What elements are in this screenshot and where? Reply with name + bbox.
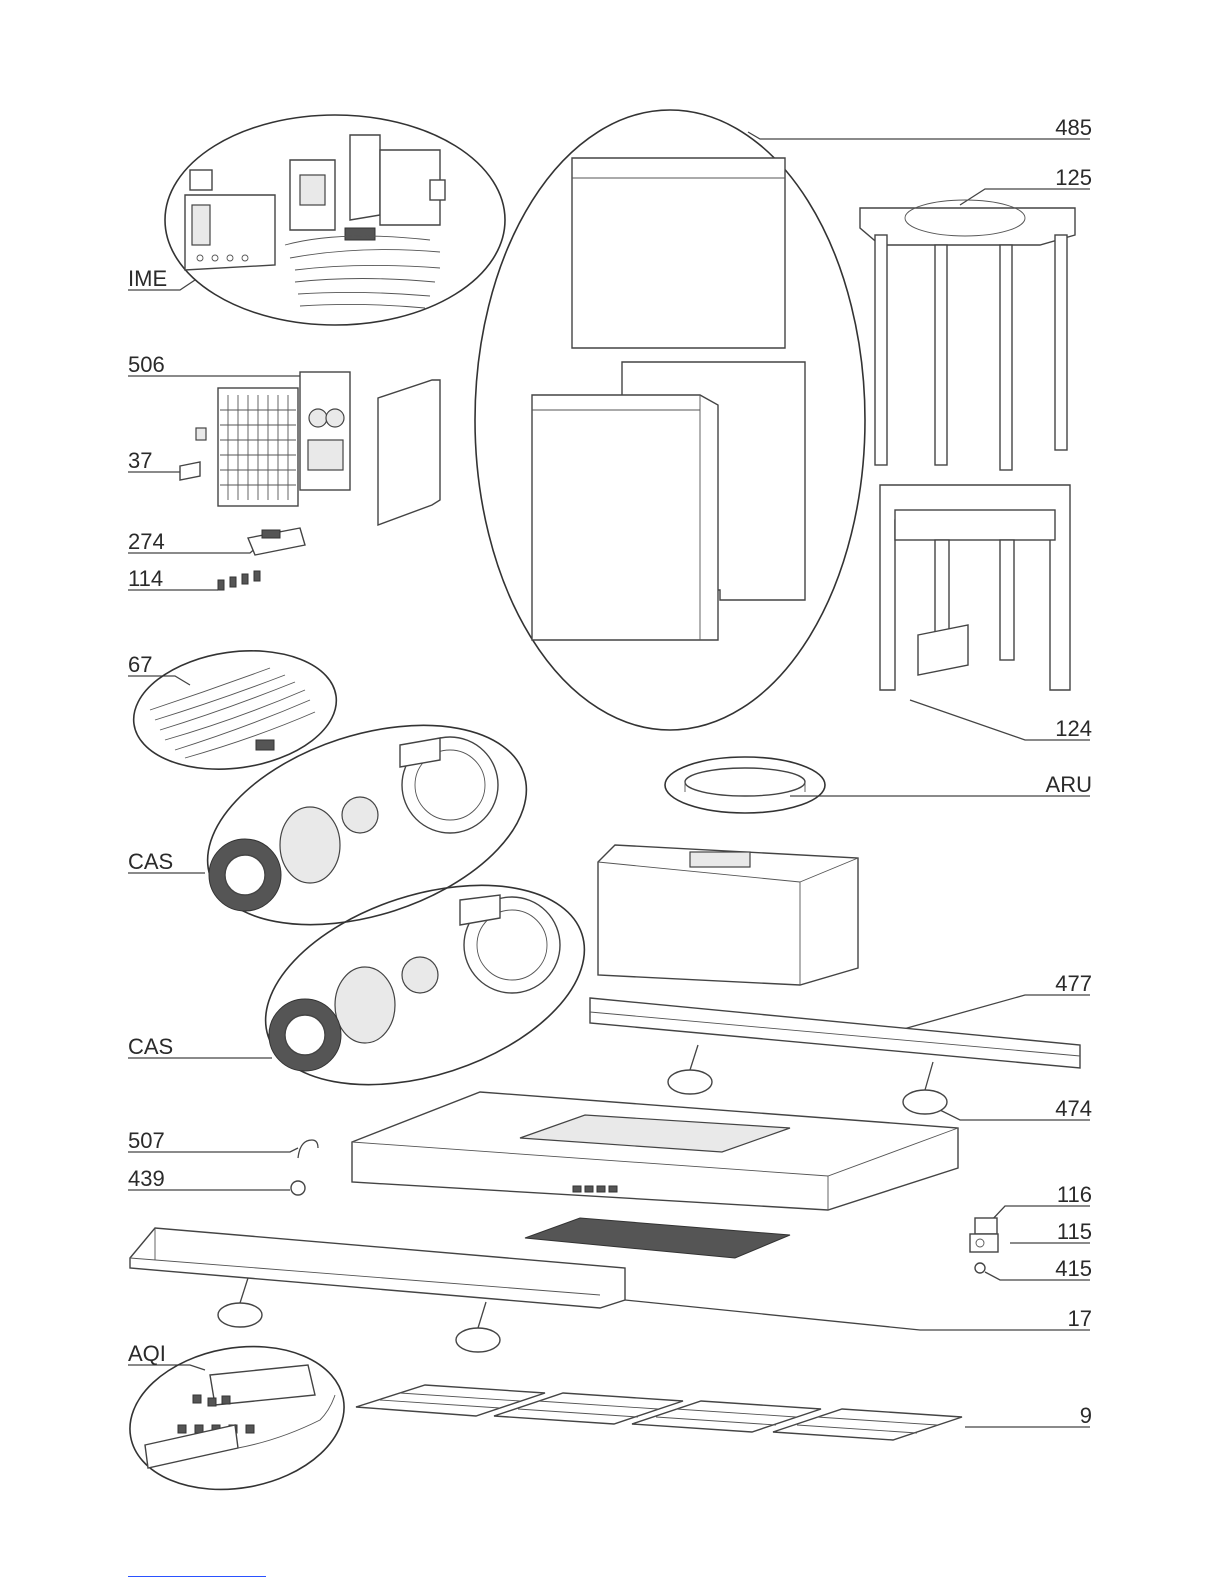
fan-assembly-1	[209, 737, 498, 911]
chimney-covers	[532, 158, 805, 640]
label-ime: IME	[128, 268, 167, 290]
ime-electronics	[185, 135, 445, 308]
label-507: 507	[128, 1130, 165, 1152]
label-aru: ARU	[1046, 774, 1092, 796]
air-ring	[685, 768, 805, 796]
label-37: 37	[128, 450, 152, 472]
label-67: 67	[128, 654, 152, 676]
label-115: 115	[1057, 1221, 1092, 1243]
canopy	[352, 1092, 958, 1210]
label-506: 506	[128, 354, 165, 376]
fan-assembly-2	[269, 895, 560, 1071]
label-cas-2: CAS	[128, 1036, 173, 1058]
label-17: 17	[1068, 1308, 1092, 1330]
label-415: 415	[1055, 1258, 1092, 1280]
wiring-group-ellipse	[126, 638, 344, 781]
label-477: 477	[1055, 973, 1092, 995]
front-rail	[590, 998, 1080, 1068]
label-125: 125	[1055, 167, 1092, 189]
upper-frame	[860, 200, 1075, 470]
lower-frame	[880, 485, 1070, 690]
small-parts-507-439	[291, 1140, 318, 1195]
label-9: 9	[1080, 1405, 1092, 1427]
label-cas-1: CAS	[128, 851, 173, 873]
baffle-filters	[356, 1385, 962, 1440]
connector-parts	[970, 1218, 998, 1273]
motor-housing	[598, 845, 858, 985]
label-124: 124	[1055, 718, 1092, 740]
label-474: 474	[1055, 1098, 1092, 1120]
label-116: 116	[1057, 1184, 1092, 1206]
footer-link-underline[interactable]	[128, 1576, 266, 1577]
label-aqi: AQI	[128, 1343, 166, 1365]
grease-filter	[525, 1218, 790, 1258]
control-panel-parts	[145, 1365, 335, 1468]
label-114: 114	[128, 568, 163, 590]
label-485: 485	[1055, 117, 1092, 139]
control-unit-parts	[180, 372, 440, 590]
label-274: 274	[128, 531, 165, 553]
label-439: 439	[128, 1168, 165, 1190]
wiring-harness	[150, 668, 315, 758]
